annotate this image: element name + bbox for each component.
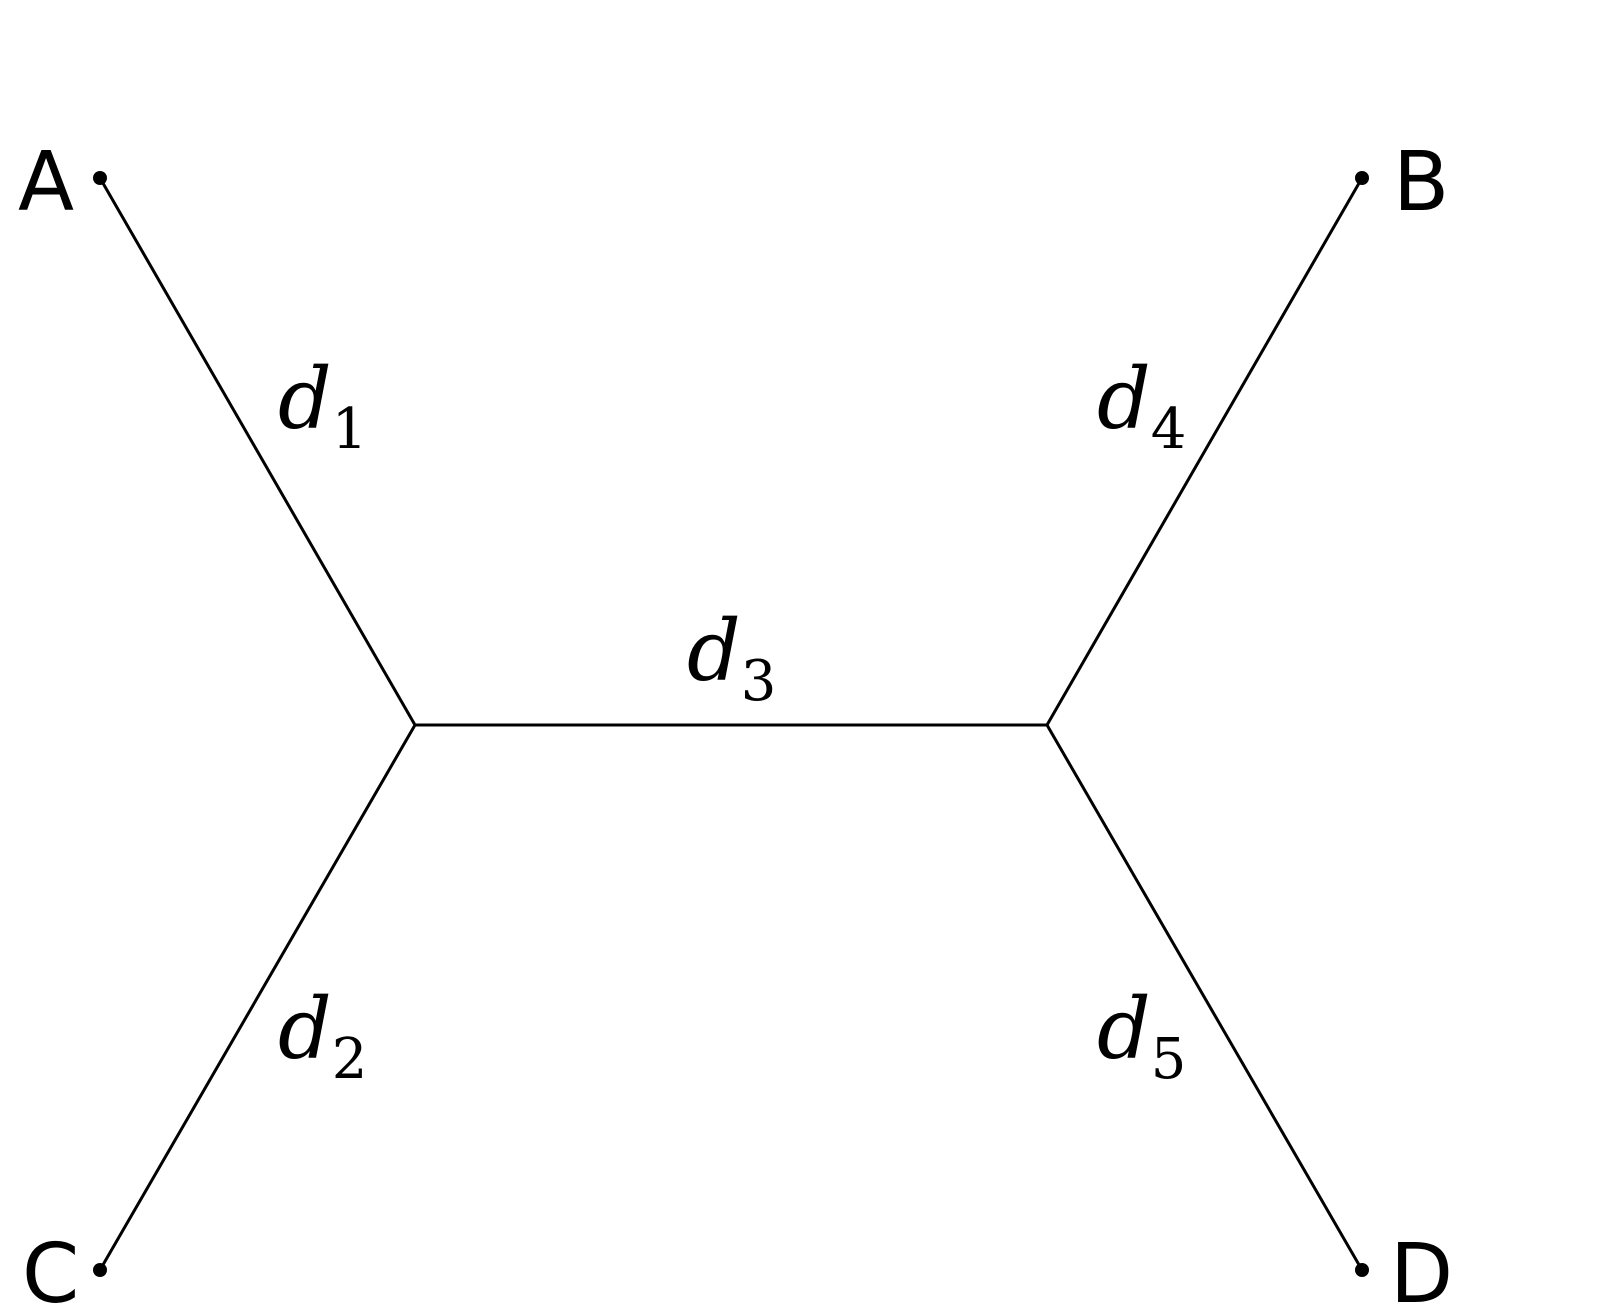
edge-label-d1-sub: 1 (332, 397, 368, 462)
edge-label-d1-base: d (278, 350, 332, 448)
edge-d4 (1045, 176, 1364, 727)
leaf-label-a: A (18, 135, 74, 230)
edge-d2 (98, 723, 417, 1272)
leaf-label-b: B (1393, 135, 1449, 230)
leaf-dot-a (93, 171, 107, 185)
edge-d1 (98, 176, 417, 727)
edge-label-d5: d5 (1097, 980, 1186, 1092)
edge-label-d5-base: d (1097, 980, 1151, 1078)
edge-label-d1: d1 (278, 350, 367, 462)
edge-label-d2-base: d (278, 980, 332, 1078)
edge-label-d2-sub: 2 (332, 1027, 368, 1092)
leaf-dot-b (1355, 171, 1369, 185)
edge-label-d5-sub: 5 (1151, 1027, 1187, 1092)
edge-label-d3-base: d (687, 602, 741, 700)
edge-label-d2: d2 (278, 980, 367, 1092)
edge-d5 (1045, 723, 1364, 1272)
edge-label-d3: d3 (687, 602, 776, 714)
edge-label-d4-base: d (1097, 350, 1151, 448)
edge-label-d4-sub: 4 (1151, 397, 1187, 462)
leaf-label-d: D (1390, 1227, 1453, 1313)
edge-label-d3-sub: 3 (741, 649, 777, 714)
leaf-dot-c (93, 1263, 107, 1277)
leaf-dot-d (1355, 1263, 1369, 1277)
leaf-label-c: C (22, 1227, 79, 1313)
edge-label-d4: d4 (1097, 350, 1186, 462)
